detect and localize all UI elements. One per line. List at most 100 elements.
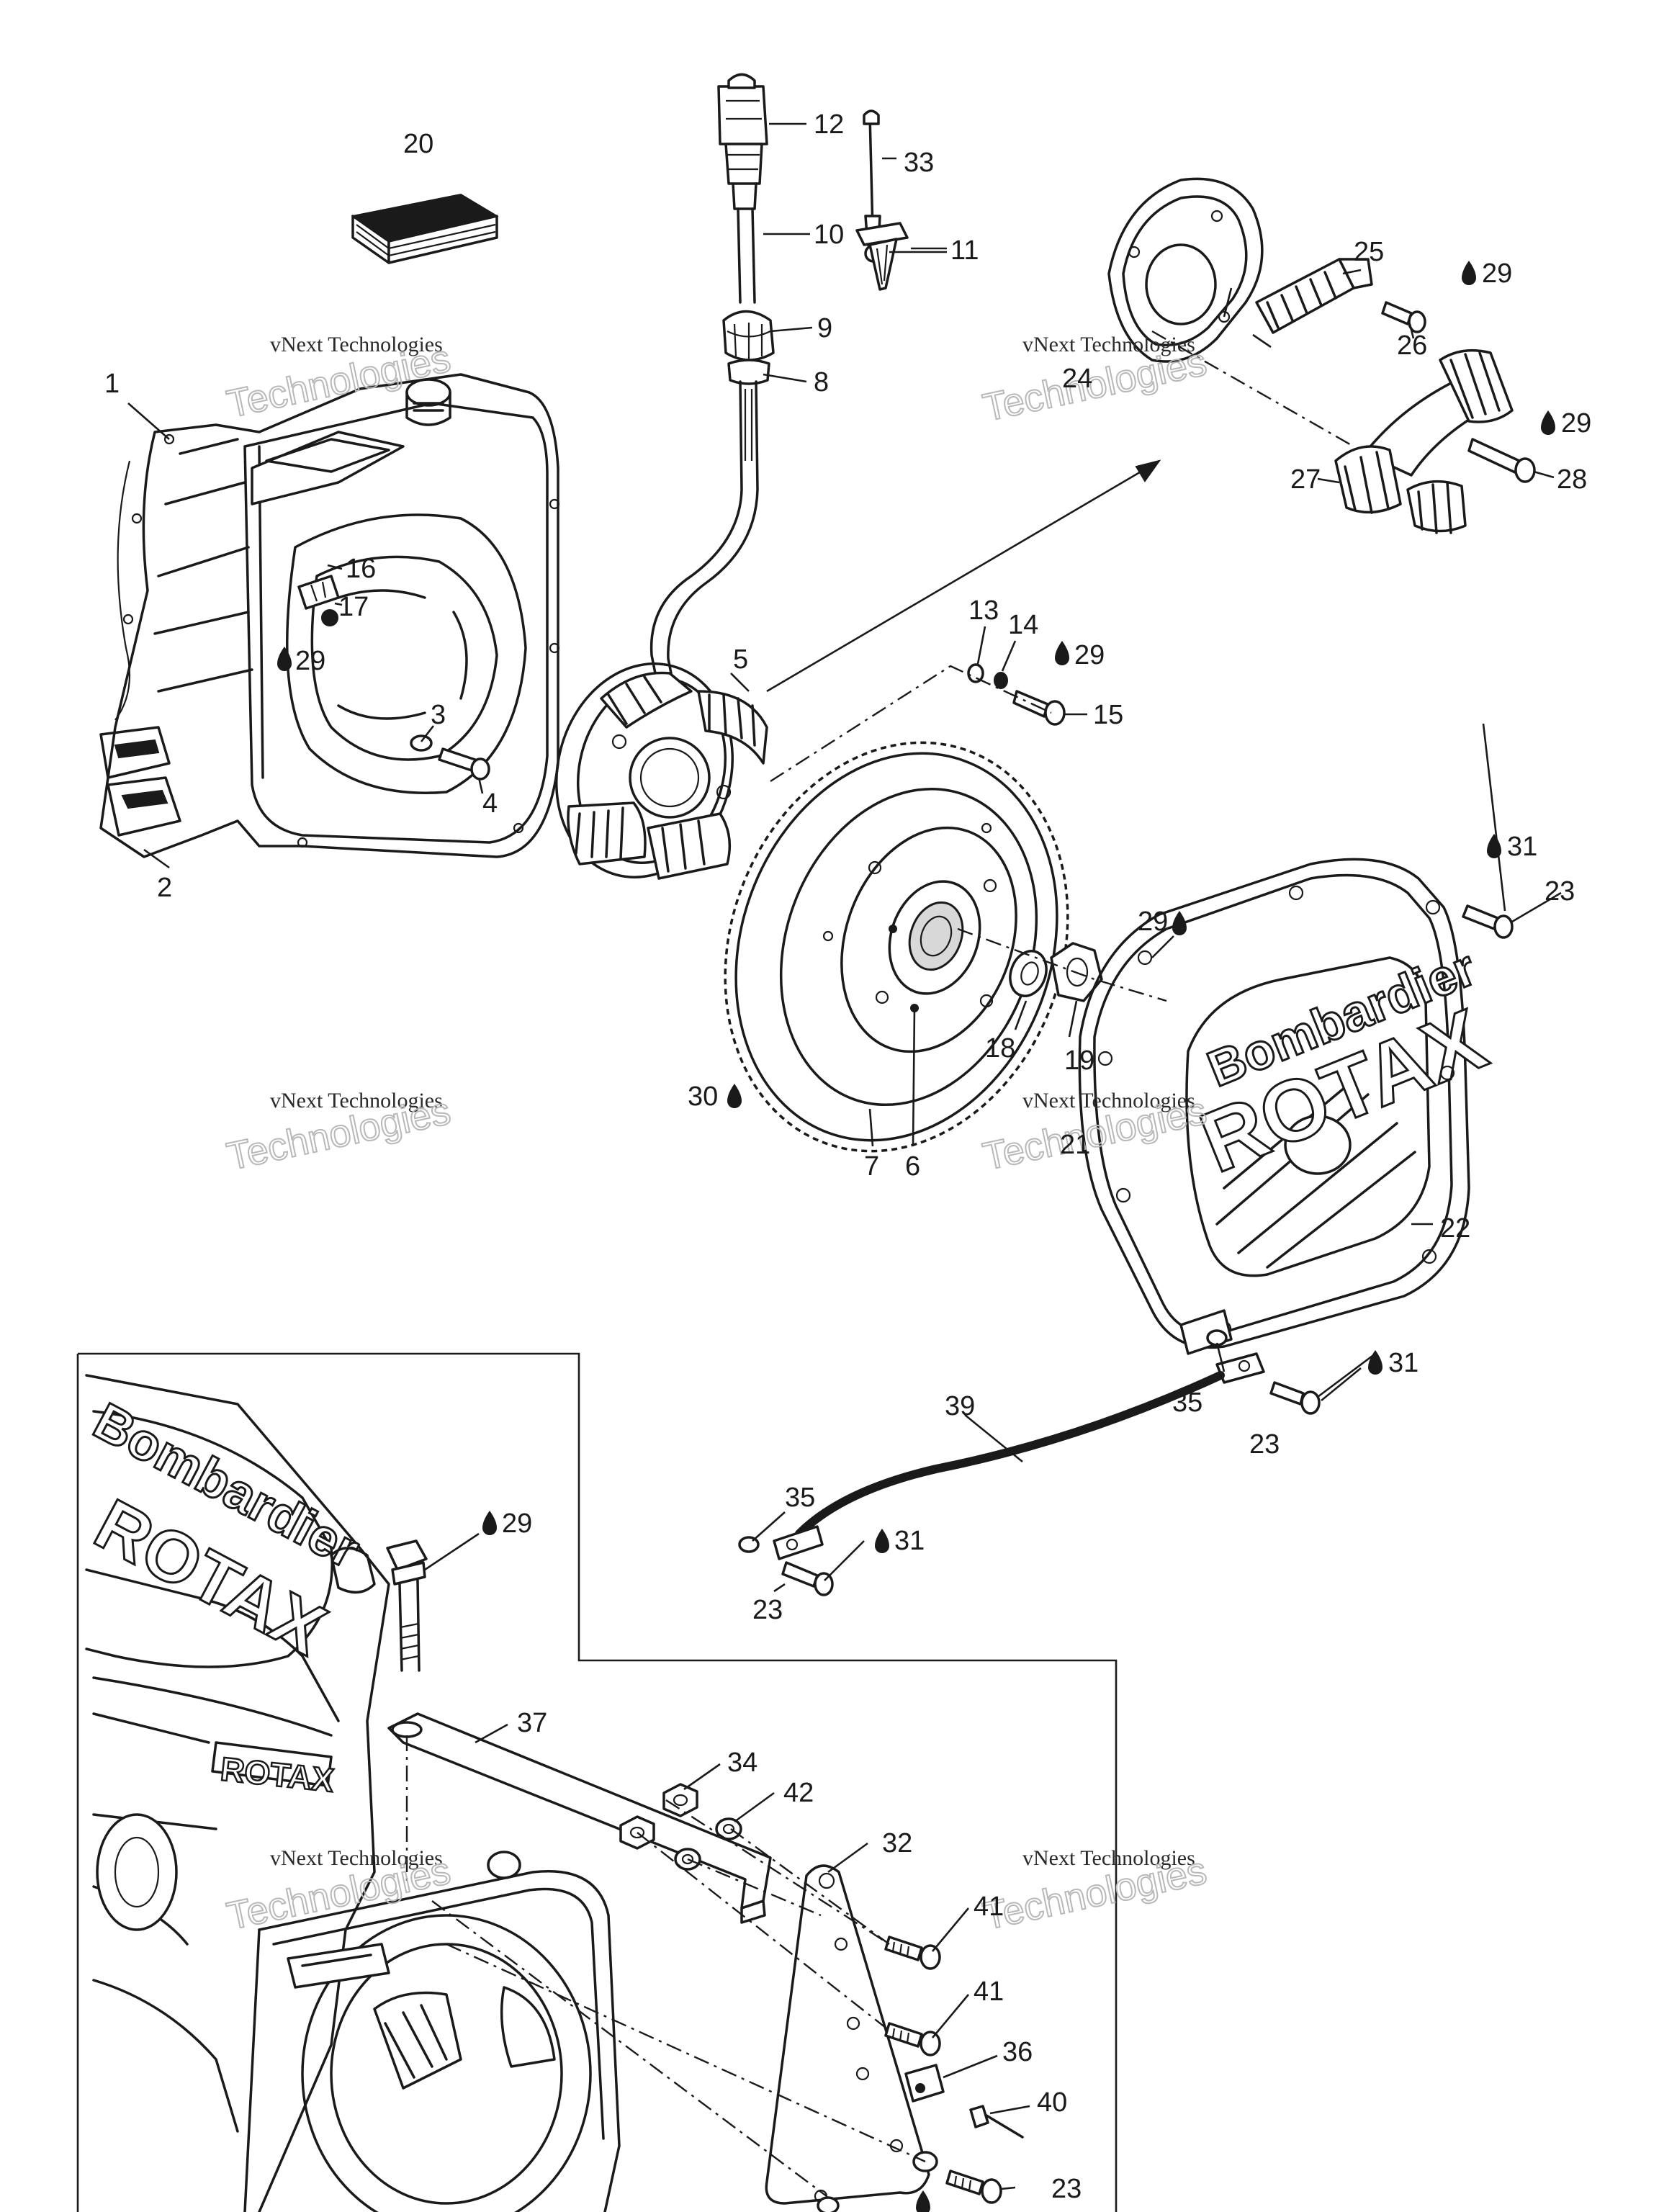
callout-11: 11 xyxy=(950,235,979,266)
oil-drop-icon xyxy=(1055,641,1069,665)
callout-4: 4 xyxy=(482,788,498,819)
callout-31-lower: 31 xyxy=(894,1526,925,1556)
callout-37: 40 xyxy=(1037,2087,1067,2118)
callout-27: 27 xyxy=(1290,464,1321,495)
callout-13: 13 xyxy=(968,595,999,626)
callout-35-lower: 35 xyxy=(785,1483,815,1513)
callout-7: 7 xyxy=(864,1151,879,1182)
part-42-washer-upper xyxy=(715,1817,742,1840)
callout-32: 32 xyxy=(882,1828,912,1858)
callout-15: 15 xyxy=(1093,700,1123,730)
callout-5: 5 xyxy=(733,644,748,675)
callout-29-top: 29 xyxy=(1482,258,1512,289)
part-27-starter-bracket xyxy=(1334,349,1514,534)
callout-21: 21 xyxy=(1060,1130,1090,1160)
part-18-washer xyxy=(1009,950,1048,997)
part-29-washer-bottom xyxy=(817,2196,840,2212)
watermark-line1-b: vNext Technologies xyxy=(1022,333,1195,356)
callout-25: 25 xyxy=(1354,237,1384,267)
harness-cable xyxy=(649,380,759,675)
part-41-bolt-lower xyxy=(884,2022,941,2056)
callout-35-upper: 35 xyxy=(1172,1388,1202,1418)
watermark-line1-c: vNext Technologies xyxy=(270,1089,443,1112)
callout-33: 33 xyxy=(904,148,934,178)
part-41-bolt-upper xyxy=(884,1936,941,1970)
watermark-line1-f: vNext Technologies xyxy=(1022,1846,1195,1870)
oil-drop-icon xyxy=(1541,410,1555,435)
callout-14: 14 xyxy=(1008,610,1038,640)
part-23-bolt-cable-upper xyxy=(1269,1381,1321,1415)
callout-36: 36 xyxy=(1002,2037,1033,2067)
watermark-line1-e: vNext Technologies xyxy=(270,1846,443,1870)
part-34-nut-upper xyxy=(662,1783,698,1817)
oil-drop-icons xyxy=(277,261,1555,2212)
engine-block: Bombardier ROTAX ROTAX xyxy=(81,1374,521,2212)
callout-29-cover: 29 xyxy=(1138,907,1168,937)
part-29-long-bolt xyxy=(386,1539,428,1672)
part-5-stator xyxy=(555,662,768,880)
callout-12: 12 xyxy=(814,109,844,140)
callout-39: 37 xyxy=(517,1708,547,1738)
part-40-ground-cable xyxy=(773,1352,1265,1560)
callout-29-housing: 29 xyxy=(295,646,325,676)
callout-42: 42 xyxy=(783,1778,814,1808)
callout-leaders xyxy=(127,122,1562,2190)
callout-1: 1 xyxy=(104,369,120,399)
part-25-starter-spring-gear xyxy=(1255,258,1373,334)
part-11-clip xyxy=(855,222,909,291)
part-20-kit-package xyxy=(351,193,499,264)
oil-drop-icon xyxy=(277,647,292,671)
part-24-starter-bracket xyxy=(1107,177,1264,363)
part-22-magneto-cover: Bombardier ROTAX xyxy=(1078,858,1499,1355)
callout-23-bottom: 23 xyxy=(1051,2174,1082,2204)
part-9-grommet xyxy=(722,310,775,361)
part-8-grommet-seal xyxy=(727,359,770,385)
assembly-lines xyxy=(405,330,1354,2197)
oil-drop-icon xyxy=(1487,834,1501,858)
oil-drop-icon xyxy=(482,1511,497,1535)
inset-frame xyxy=(76,1352,1118,2212)
callout-23-cable-upper: 23 xyxy=(1249,1429,1280,1460)
part-23-bolt-cover-top xyxy=(1462,904,1514,939)
oil-drop-icon xyxy=(875,1529,889,1553)
callout-29-starter: 29 xyxy=(1561,408,1591,439)
callout-29-stator: 29 xyxy=(1074,640,1105,670)
part-3-washer xyxy=(410,734,433,752)
callout-26: 26 xyxy=(1397,331,1427,361)
part-1-magneto-housing xyxy=(99,373,560,858)
oil-drop-icon xyxy=(1368,1350,1382,1375)
callout-24: 24 xyxy=(1062,364,1092,394)
part-23-bolt-cable-lower xyxy=(781,1561,834,1596)
callout-16: 16 xyxy=(346,554,376,584)
callout-20: 20 xyxy=(403,129,433,159)
callout-41-upper: 41 xyxy=(974,1892,1004,1922)
callout-29-engine: 29 xyxy=(502,1509,532,1539)
oil-drop-icon xyxy=(916,2190,930,2212)
callout-3: 3 xyxy=(431,700,446,730)
watermark-line1-d: vNext Technologies xyxy=(1022,1089,1195,1112)
part-17-screw xyxy=(321,609,338,626)
part-28-screw xyxy=(1467,438,1536,483)
callout-6: 6 xyxy=(905,1151,920,1182)
callout-8: 8 xyxy=(814,367,829,397)
oil-drop-icon xyxy=(1172,911,1187,935)
magneto-housing-installed xyxy=(243,1870,621,2212)
part-16-tag-plate xyxy=(297,575,340,610)
part-14-lockwasher xyxy=(994,672,1008,689)
watermark-line1-a: vNext Technologies xyxy=(270,333,443,356)
part-7-ring-gear xyxy=(724,741,1069,1153)
oil-drop-icon xyxy=(1462,261,1476,285)
part-26-screw xyxy=(1381,301,1426,333)
callout-23-cable-lower: 23 xyxy=(752,1595,783,1625)
part-23-bolt-bottom xyxy=(945,2170,1002,2204)
part-4-bolt xyxy=(438,747,490,781)
callout-22: 22 xyxy=(1440,1213,1470,1244)
part-13-washer xyxy=(967,663,984,683)
callout-18: 18 xyxy=(985,1033,1015,1064)
callout-40: 39 xyxy=(945,1391,975,1421)
callout-9: 9 xyxy=(817,313,832,343)
callout-23-cover: 23 xyxy=(1545,876,1575,907)
part-10-wire-sleeve xyxy=(737,207,756,304)
callout-28: 28 xyxy=(1557,464,1587,495)
